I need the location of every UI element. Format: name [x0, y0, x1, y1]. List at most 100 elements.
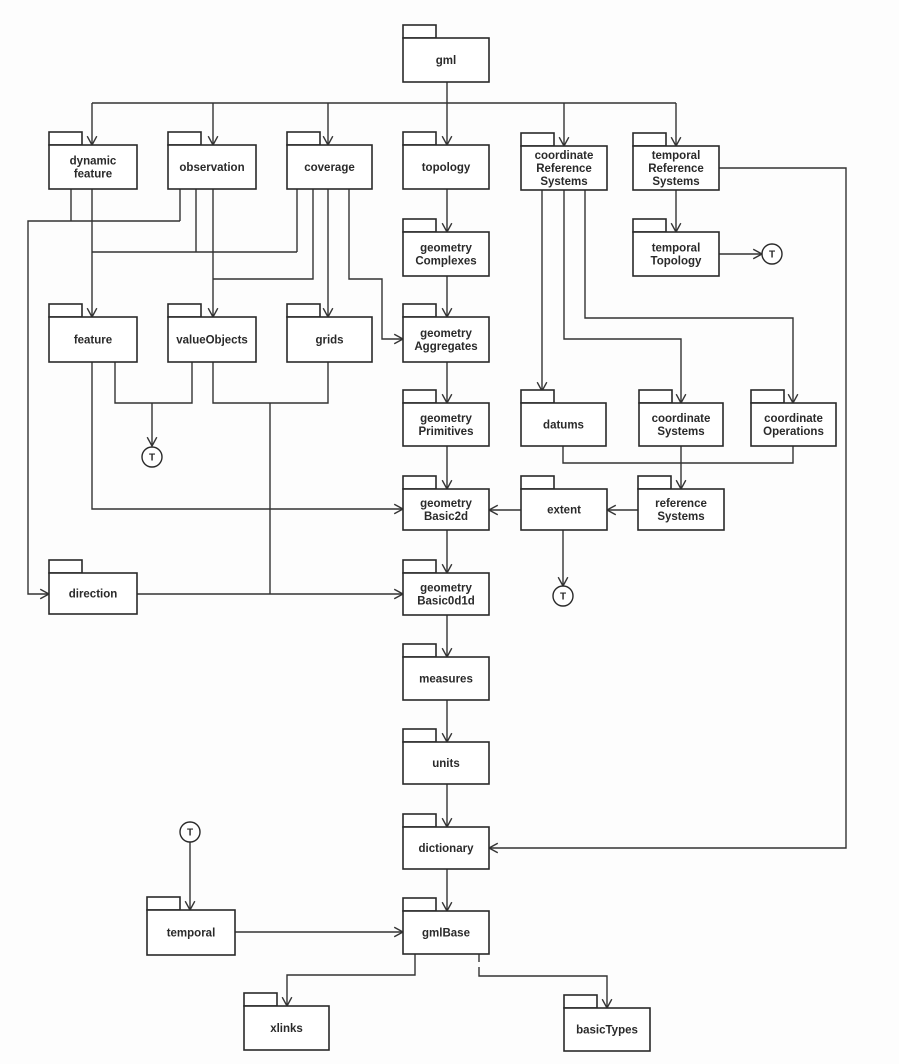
- package-body: [402, 316, 490, 363]
- package-tab-icon: [286, 303, 321, 318]
- package-label: observation: [179, 162, 244, 174]
- package-basicTypes[interactable]: basicTypes: [563, 994, 651, 1052]
- package-label: coordinate: [535, 150, 594, 162]
- dependency-topology-to-geometryComplexes: [441, 189, 453, 234]
- package-label: Aggregates: [414, 341, 477, 353]
- package-tab-icon: [563, 994, 598, 1009]
- dependency-coordinateReferenceSystems-to-coordinateOperations: [584, 190, 799, 405]
- package-tab-icon: [243, 992, 278, 1007]
- package-tab-icon: [520, 475, 555, 490]
- package-label: Topology: [651, 256, 702, 268]
- package-body: [402, 910, 490, 955]
- package-body: [402, 488, 490, 531]
- package-body: [402, 37, 490, 83]
- package-body: [520, 145, 608, 191]
- package-label: temporal: [652, 150, 701, 162]
- dependency-line: [27, 220, 180, 595]
- package-tab-icon: [402, 218, 437, 233]
- dependency-coverage-to-grids: [322, 189, 334, 319]
- package-direction[interactable]: direction: [48, 559, 138, 615]
- dependency-geometryBasic2d-to-geometryBasic0d1d: [441, 530, 453, 575]
- package-tab-icon: [48, 303, 83, 318]
- off-page-connector-T1: T: [761, 243, 783, 265]
- package-units[interactable]: units: [402, 728, 490, 785]
- dependency-feature-to-geometryBasic2d: [91, 362, 405, 515]
- package-grids[interactable]: grids: [286, 303, 373, 363]
- package-tab-icon: [402, 303, 437, 318]
- package-measures[interactable]: measures: [402, 643, 490, 701]
- package-body: [402, 656, 490, 701]
- connector-label: T: [769, 250, 775, 261]
- package-topology[interactable]: topology: [402, 131, 490, 190]
- package-tab-icon: [48, 131, 83, 146]
- package-xlinks[interactable]: xlinks: [243, 992, 330, 1051]
- package-label: Systems: [652, 176, 699, 188]
- package-tab-icon: [520, 389, 555, 404]
- package-tab-icon: [520, 132, 555, 147]
- package-temporal[interactable]: temporal: [146, 896, 236, 956]
- package-body: [402, 826, 490, 870]
- dependency-gml-to-topology: [441, 82, 453, 147]
- package-label: geometry: [420, 498, 472, 510]
- package-feature[interactable]: feature: [48, 303, 138, 363]
- dependency-measures-to-units: [441, 700, 453, 744]
- package-label: Complexes: [415, 256, 476, 268]
- package-tab-icon: [402, 131, 437, 146]
- package-tab-icon: [146, 896, 181, 911]
- package-body: [402, 402, 490, 447]
- dependency-line: [348, 189, 403, 340]
- package-gml[interactable]: gml: [402, 24, 490, 83]
- package-coverage[interactable]: coverage: [286, 131, 373, 190]
- package-label: temporal: [652, 243, 701, 255]
- connector-label: T: [560, 592, 566, 603]
- package-tab-icon: [402, 475, 437, 490]
- off-page-connector-T2: T: [141, 446, 163, 468]
- package-label: coordinate: [652, 413, 711, 425]
- dependency-coverage-to-valueObjects: [213, 189, 314, 280]
- package-dictionary[interactable]: dictionary: [402, 813, 490, 870]
- package-label: xlinks: [270, 1023, 303, 1035]
- package-tab-icon: [638, 389, 673, 404]
- dependency-coordinateReferenceSystems-to-coordinateSystems: [563, 190, 687, 405]
- package-extent[interactable]: extent: [520, 475, 608, 531]
- dependency-dynamicFeature-to-feature: [86, 189, 98, 319]
- package-body: [146, 909, 236, 956]
- package-body: [632, 145, 720, 191]
- package-datums[interactable]: datums: [520, 389, 607, 447]
- package-label: geometry: [420, 413, 472, 425]
- connector-circle-icon: [141, 446, 163, 468]
- dependency-geometryComplexes-to-geometryAggregates: [441, 276, 453, 319]
- package-label: extent: [547, 505, 581, 517]
- package-gmlBase[interactable]: gmlBase: [402, 897, 490, 955]
- package-label: feature: [74, 335, 112, 347]
- connector-layer: T T T T: [141, 243, 783, 843]
- dependency-gml-to-temporalReferenceSystems: [670, 103, 682, 148]
- package-body: [286, 316, 373, 363]
- package-valueObjects[interactable]: valueObjects: [167, 303, 257, 363]
- dependency-line: [286, 954, 416, 1006]
- package-label: Systems: [657, 426, 704, 438]
- package-label: grids: [315, 335, 343, 347]
- package-label: Systems: [540, 176, 587, 188]
- package-label: dynamic: [70, 156, 117, 168]
- package-label: geometry: [420, 328, 472, 340]
- package-tab-icon: [402, 559, 437, 574]
- package-body: [402, 144, 490, 190]
- dependency-T4-to-temporal: [184, 842, 196, 912]
- package-label: dictionary: [419, 843, 475, 855]
- package-observation[interactable]: observation: [167, 131, 257, 190]
- connector-label: T: [187, 828, 193, 839]
